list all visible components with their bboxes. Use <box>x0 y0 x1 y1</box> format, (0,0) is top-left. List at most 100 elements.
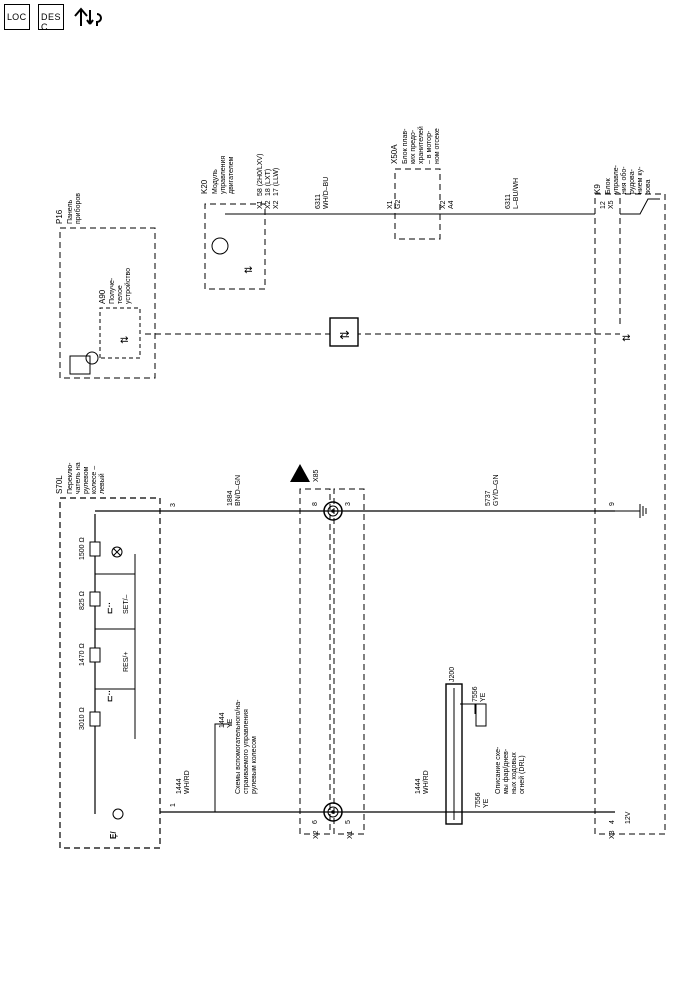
steering-ref-note: Схемы вспомогательного/на-страиваемого у… <box>235 699 258 794</box>
cruise-switch-icon: Ȩ/ <box>109 808 124 839</box>
k9-switch-icon <box>620 198 660 215</box>
w6311a-circuit: 6311 <box>315 194 322 209</box>
x85-pin8: 8 <box>312 502 319 506</box>
clockspring-icon-a <box>323 802 343 822</box>
s70l-name: Переклю-чатель нарулевомколесе –левый <box>67 462 106 494</box>
switch-res-label: RES/+ <box>123 652 130 672</box>
resistor-825: 825 Ω <box>79 591 101 610</box>
w1444-branch-circuit: 1444 <box>219 712 226 728</box>
resistor-3010: 3010 Ω <box>79 707 101 730</box>
k9-pin9: 9 <box>609 502 616 506</box>
x85-pin6: 6 <box>312 820 319 824</box>
description-button[interactable]: D E S C <box>38 4 64 32</box>
w5737-circuit: 5737 <box>485 490 492 506</box>
clockspring-icon-b <box>323 501 343 521</box>
serial-data-gateway-icon: ⇅ <box>329 317 359 347</box>
svg-text:Ȩ/: Ȩ/ <box>109 831 118 839</box>
w1444-mid-circuit: 1444 <box>415 778 422 794</box>
resistor-3010-label: 3010 Ω <box>79 707 86 730</box>
connector-pinout-icon[interactable] <box>72 4 104 30</box>
k20-pin58: 58 (2H0/LXV) <box>257 154 264 196</box>
resistor-1500: 1500 Ω <box>79 537 101 560</box>
k20-outline <box>204 203 266 290</box>
w1444-mid-color: WH/RD <box>423 770 430 794</box>
x50a-a4: A4 <box>448 200 455 209</box>
airbag-warning-icon <box>290 464 310 482</box>
w7556a-circuit: 7556 <box>472 686 479 702</box>
k9-name: Блокуправле-ния обо-рудова-нием ку-зова <box>605 164 652 194</box>
x50a-x1: X1 <box>387 200 394 209</box>
k9-id: K9 <box>593 184 602 194</box>
resistor-1470-label: 1470 Ω <box>79 643 86 666</box>
x85-x1: X1 <box>347 830 354 839</box>
x50a-name: Блок плав-ких предо-хранителей– в мотор-… <box>402 126 441 164</box>
p16-id: P16 <box>55 209 64 224</box>
indicator-lamp-icon <box>111 546 123 558</box>
w7556b-color: YE <box>483 798 490 808</box>
a90-serial-icon: ⇅ <box>120 336 131 344</box>
switch-res: ⊏·· RES/+ <box>105 652 130 702</box>
x50a-id: X50A <box>390 144 399 164</box>
k20-x2b: X2 <box>273 200 280 209</box>
k20-id: K20 <box>200 179 209 194</box>
s70l-outline <box>59 497 161 849</box>
k20-serial-icon: ⇅ <box>244 266 255 274</box>
x85-pin5: 5 <box>345 820 352 824</box>
p16-name: Панельприборов <box>67 193 82 224</box>
w5737-color: GY/D–GN <box>493 474 500 506</box>
w1444-top-circuit: 1444 <box>176 778 183 794</box>
resistor-1500-label: 1500 Ω <box>79 537 86 560</box>
x85-outline <box>299 488 331 835</box>
w7556a-color: YE <box>480 692 487 702</box>
w6311b-circuit: 6311 <box>505 194 512 209</box>
switch-set-label: SET/– <box>123 594 130 614</box>
w1884-circuit: 1884 <box>227 490 234 506</box>
w1444-branch-color: YE <box>227 718 234 728</box>
k20-x1: X1 <box>257 200 264 209</box>
s70l-pin1: 1 <box>170 803 177 807</box>
svg-text:⇅: ⇅ <box>338 330 352 340</box>
header-icons: L O C D E S C <box>4 4 104 32</box>
x85-id: X85 <box>313 469 320 482</box>
a90-id: A90 <box>98 289 107 304</box>
j200-splice <box>445 683 463 825</box>
w1884-color: BN/D–GN <box>235 475 242 506</box>
resistor-825-label: 825 Ω <box>79 591 86 610</box>
x85-pin3: 3 <box>345 502 352 506</box>
svg-text:⊏··: ⊏·· <box>105 602 114 614</box>
ecm-driver-icon <box>211 237 229 255</box>
s70l-pin3: 3 <box>170 503 177 507</box>
k20-pin18: 18 (LXT) <box>265 169 272 196</box>
p16-outline <box>59 227 156 379</box>
cruise-indicator-icon <box>69 351 99 375</box>
w6311b-color: L–BU/WH <box>513 178 520 209</box>
k20-x2a: X2 <box>265 200 272 209</box>
w6311a-color: WH/D–BU <box>323 177 330 209</box>
x85-x2: X2 <box>313 830 320 839</box>
k20-pin17: 17 (LLW) <box>273 168 280 196</box>
description-label: D E S C <box>41 12 61 32</box>
k9-12v: 12V <box>625 811 632 824</box>
k9-x5: X5 <box>608 200 615 209</box>
resistor-1470: 1470 Ω <box>79 643 101 666</box>
svg-text:⊏··: ⊏·· <box>105 690 114 702</box>
k20-name: Модульуправлениядвигателем <box>212 156 235 194</box>
location-button[interactable]: L O C <box>4 4 30 30</box>
switch-set: ⊏·· SET/– <box>105 594 130 614</box>
j200-id: J200 <box>449 667 456 682</box>
k9-pin12: 12 <box>600 201 607 209</box>
drl-ref-note: Описание схе-мы фар/днев-ных ходовыхогне… <box>495 746 526 794</box>
w7556b-circuit: 7556 <box>475 792 482 808</box>
x50a-outline <box>394 168 441 240</box>
k9-outline <box>594 193 666 835</box>
x50a-x2: X2 <box>440 200 447 209</box>
a90-outline <box>99 307 141 359</box>
s70l-id: S70L <box>55 475 64 494</box>
ground-icon <box>615 504 647 518</box>
wire-1444-branch <box>214 723 310 813</box>
location-label: L O C <box>7 12 26 22</box>
k9-pin4: 4 <box>609 820 616 824</box>
a90-name: Получе-телоеустройство <box>109 268 132 304</box>
k9-x3: X3 <box>609 830 616 839</box>
